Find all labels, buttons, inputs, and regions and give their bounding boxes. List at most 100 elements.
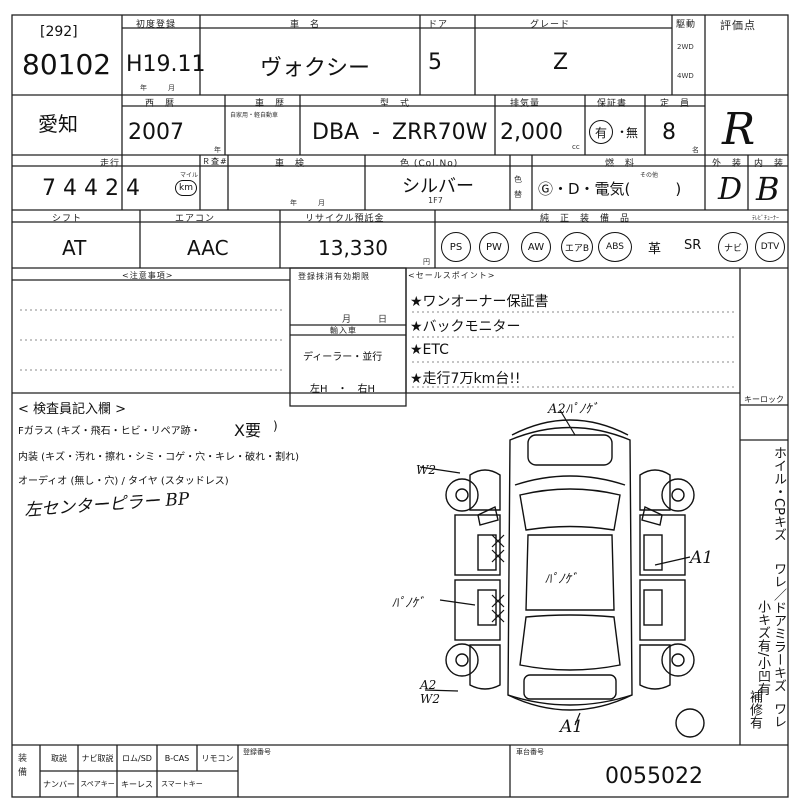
annot-center: ﾊﾟﾉｹﾞ: [545, 572, 578, 587]
equip-leather: 革: [648, 242, 662, 257]
year-label: 西 暦: [145, 99, 176, 109]
ac-value: AAC: [187, 236, 229, 260]
annot-bottom: A1: [560, 717, 584, 737]
shift-value: AT: [62, 236, 87, 260]
remarks-label: <注意事項>: [122, 271, 174, 280]
deregister-units: 月 日: [342, 315, 388, 325]
recycle-label: リサイクル預託金: [305, 214, 385, 224]
inspection-units: 年 月: [290, 199, 325, 207]
footer-opt-manual: 取説: [51, 754, 67, 763]
warranty-label: 保証書: [597, 99, 628, 109]
inspector-line-2: 内装 (キズ・汚れ・擦れ・シミ・コゲ・穴・キレ・破れ・割れ): [18, 452, 299, 463]
inspector-line-1-close: ): [273, 419, 278, 433]
color-label: 色 (Col.No): [400, 159, 459, 169]
capacity-unit: 名: [692, 146, 699, 154]
footer-opt-keyless: キーレス: [121, 779, 153, 789]
selling-label: <セールスポイント>: [408, 271, 496, 280]
equip-ps: PS: [441, 232, 471, 262]
car-name-label: 車 名: [290, 20, 321, 30]
key-lock-label: キーロック: [744, 395, 784, 404]
inspector-line-3: オーディオ (無し・穴) / タイヤ (スタッドレス): [18, 476, 229, 487]
mileage-unit-top: マイル: [180, 172, 199, 179]
drive-label: 駆動: [676, 20, 697, 30]
footer-opt-smart-key: スマートキー: [161, 780, 203, 788]
selling-point-2: ★バックモニター: [410, 319, 521, 335]
doors-value: 5: [428, 50, 442, 75]
selling-point-4: ★走行7万km台!!: [410, 371, 521, 387]
legend-col5: 補修有: [746, 690, 762, 729]
equip-abs: ABS: [598, 232, 632, 262]
equip-sr: SR: [684, 238, 702, 253]
annot-left: ﾊﾟﾉｹﾞ: [392, 596, 425, 611]
year-unit: 年: [214, 146, 221, 154]
history-note: 自家用・軽自動車: [230, 112, 279, 119]
footer-opt-bcas: B-CAS: [164, 754, 190, 763]
lot-number: 80102: [22, 48, 112, 81]
first-reg-units: 年 月: [140, 84, 175, 92]
equip-pw: PW: [479, 232, 509, 262]
recycle-unit: 円: [423, 258, 430, 266]
inspector-title: < 検査員記入欄 >: [18, 402, 127, 417]
selling-point-3: ★ETC: [410, 342, 449, 358]
chassis-number: 0055022: [605, 764, 703, 789]
import-side: 左H ・ 右H: [310, 384, 376, 395]
footer-equip-label: 装備: [18, 754, 28, 778]
annot-w2: W2: [416, 463, 436, 477]
exterior-grade: D: [718, 172, 743, 207]
capacity-label: 定 員: [660, 99, 691, 109]
displacement-label: 排気量: [510, 99, 541, 109]
first-reg-value: H19.11: [126, 52, 206, 77]
footer-opt-number: ナンバー: [43, 779, 75, 789]
fuel-label: 燃 料: [605, 159, 636, 169]
first-reg-label: 初度登録: [136, 20, 177, 30]
legend-col4: ワレ: [770, 702, 786, 728]
warranty-yes: 有: [589, 120, 613, 144]
model-label: 型 式: [380, 99, 411, 109]
meter-label: Ｒ査#: [202, 157, 228, 166]
fuel-options: Ⓖ・D・電気( ): [538, 180, 682, 198]
displacement-unit: cc: [572, 143, 580, 151]
displacement-value: 2,000: [500, 120, 563, 145]
annot-bottom-left: A2 W2: [420, 678, 440, 706]
warranty-no: 無: [626, 126, 639, 140]
mileage-value: 7 4 4 2 4: [42, 176, 140, 201]
region: 愛知: [38, 112, 78, 136]
doors-label: ドア: [428, 20, 449, 30]
history-label: 車 歴: [255, 99, 286, 109]
legend-col3: 小キズ有/小凹有: [754, 600, 770, 696]
model-prefix: DBA: [312, 120, 360, 145]
score-value: R: [722, 104, 756, 155]
fuel-other: その他: [640, 172, 659, 179]
grade-label: グレード: [530, 20, 571, 30]
year-value: 2007: [128, 120, 184, 145]
footer-opt-rom-sd: ロム/SD: [122, 754, 152, 763]
selling-point-1: ★ワンオーナー保証書: [410, 294, 549, 310]
equipment-label: 純 正 装 備 品: [540, 214, 631, 224]
mileage-unit: km: [175, 180, 197, 196]
equip-aw: AW: [521, 232, 551, 262]
equipment-note: ﾃﾚﾋﾞﾁｭｰﾅｰ: [752, 215, 780, 222]
ac-label: エアコン: [175, 214, 216, 224]
annot-right: A1: [690, 548, 714, 568]
car-damage-diagram: [419, 409, 705, 738]
interior-label: 内 装: [754, 159, 785, 169]
color-change-label: 色替: [514, 175, 522, 199]
legend-col2: ワレ／ドアミラーキズ: [770, 562, 786, 692]
import-label: 輸入車: [330, 326, 357, 335]
footer-opt-navi-manual: ナビ取説: [81, 754, 114, 763]
footer-opt-spare-key: スペアキー: [80, 780, 115, 788]
reg-number-label: 登録番号: [243, 748, 271, 756]
equip-dtv: DTV: [755, 232, 785, 262]
car-name: ヴォクシー: [260, 56, 371, 81]
model-dash: -: [372, 120, 380, 145]
inspector-line-1-mark: X要: [234, 421, 261, 440]
grade-value: Z: [553, 50, 569, 75]
legend-col1: ホイル・CPキズ: [770, 446, 786, 541]
color-value: シルバー: [402, 176, 474, 197]
exterior-label: 外 装: [712, 159, 743, 169]
lot-bracket: [292]: [40, 24, 78, 40]
rating-label: 評価点: [720, 19, 756, 32]
model-value: ZRR70W: [392, 120, 488, 145]
